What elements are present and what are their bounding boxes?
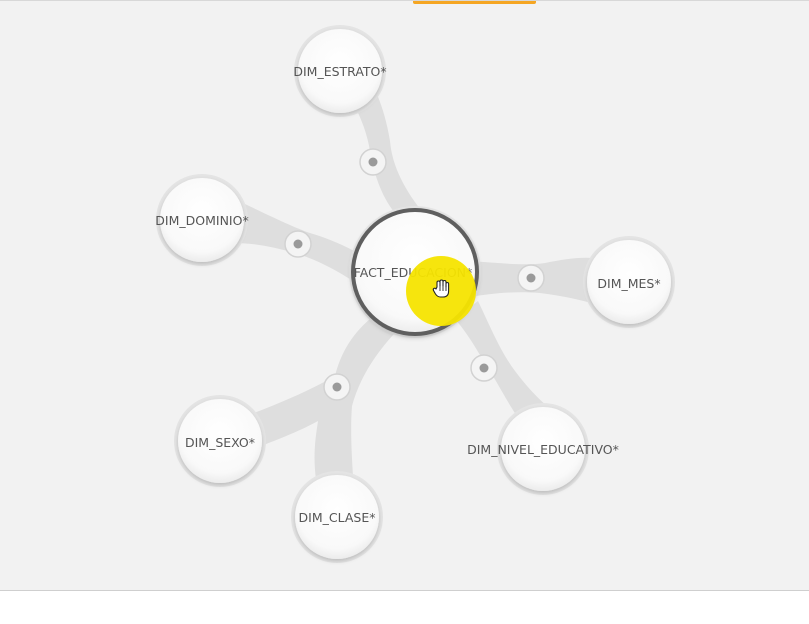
hand-cursor-icon — [432, 279, 450, 298]
table-label-clase: DIM_CLASE* — [299, 510, 376, 525]
table-label-mes: DIM_MES* — [597, 276, 660, 291]
link-handle-nivel[interactable] — [470, 354, 498, 382]
table-node-clase[interactable]: DIM_CLASE* — [291, 471, 383, 563]
table-node-dominio[interactable]: DIM_DOMINIO* — [155, 174, 249, 266]
link-handles[interactable] — [284, 148, 545, 401]
associations-graph[interactable]: DIM_ESTRATO* DIM_DOMINIO* DIM_MES* DIM_N… — [0, 1, 809, 592]
link-handle-dominio[interactable] — [284, 230, 312, 258]
link-handle-sexo-clase[interactable] — [323, 373, 351, 401]
table-node-mes[interactable]: DIM_MES* — [583, 236, 675, 328]
table-node-sexo[interactable]: DIM_SEXO* — [174, 395, 266, 487]
table-label-estrato: DIM_ESTRATO* — [293, 64, 386, 79]
link-handle-estrato[interactable] — [359, 148, 387, 176]
data-model-canvas[interactable]: DIM_ESTRATO* DIM_DOMINIO* DIM_MES* DIM_N… — [0, 0, 809, 591]
active-tab-indicator — [413, 1, 536, 4]
bottom-panel — [0, 591, 809, 624]
link-fact-estrato — [325, 59, 425, 215]
table-node-estrato[interactable]: DIM_ESTRATO* — [293, 25, 387, 117]
table-label-sexo: DIM_SEXO* — [185, 435, 255, 450]
link-handle-mes[interactable] — [517, 264, 545, 292]
table-node-nivel[interactable]: DIM_NIVEL_EDUCATIVO* — [467, 403, 619, 495]
link-fact-sexo-clase — [232, 319, 395, 491]
table-label-dominio: DIM_DOMINIO* — [155, 213, 248, 228]
link-fact-nivel — [455, 301, 560, 426]
table-label-nivel: DIM_NIVEL_EDUCATIVO* — [467, 442, 619, 457]
